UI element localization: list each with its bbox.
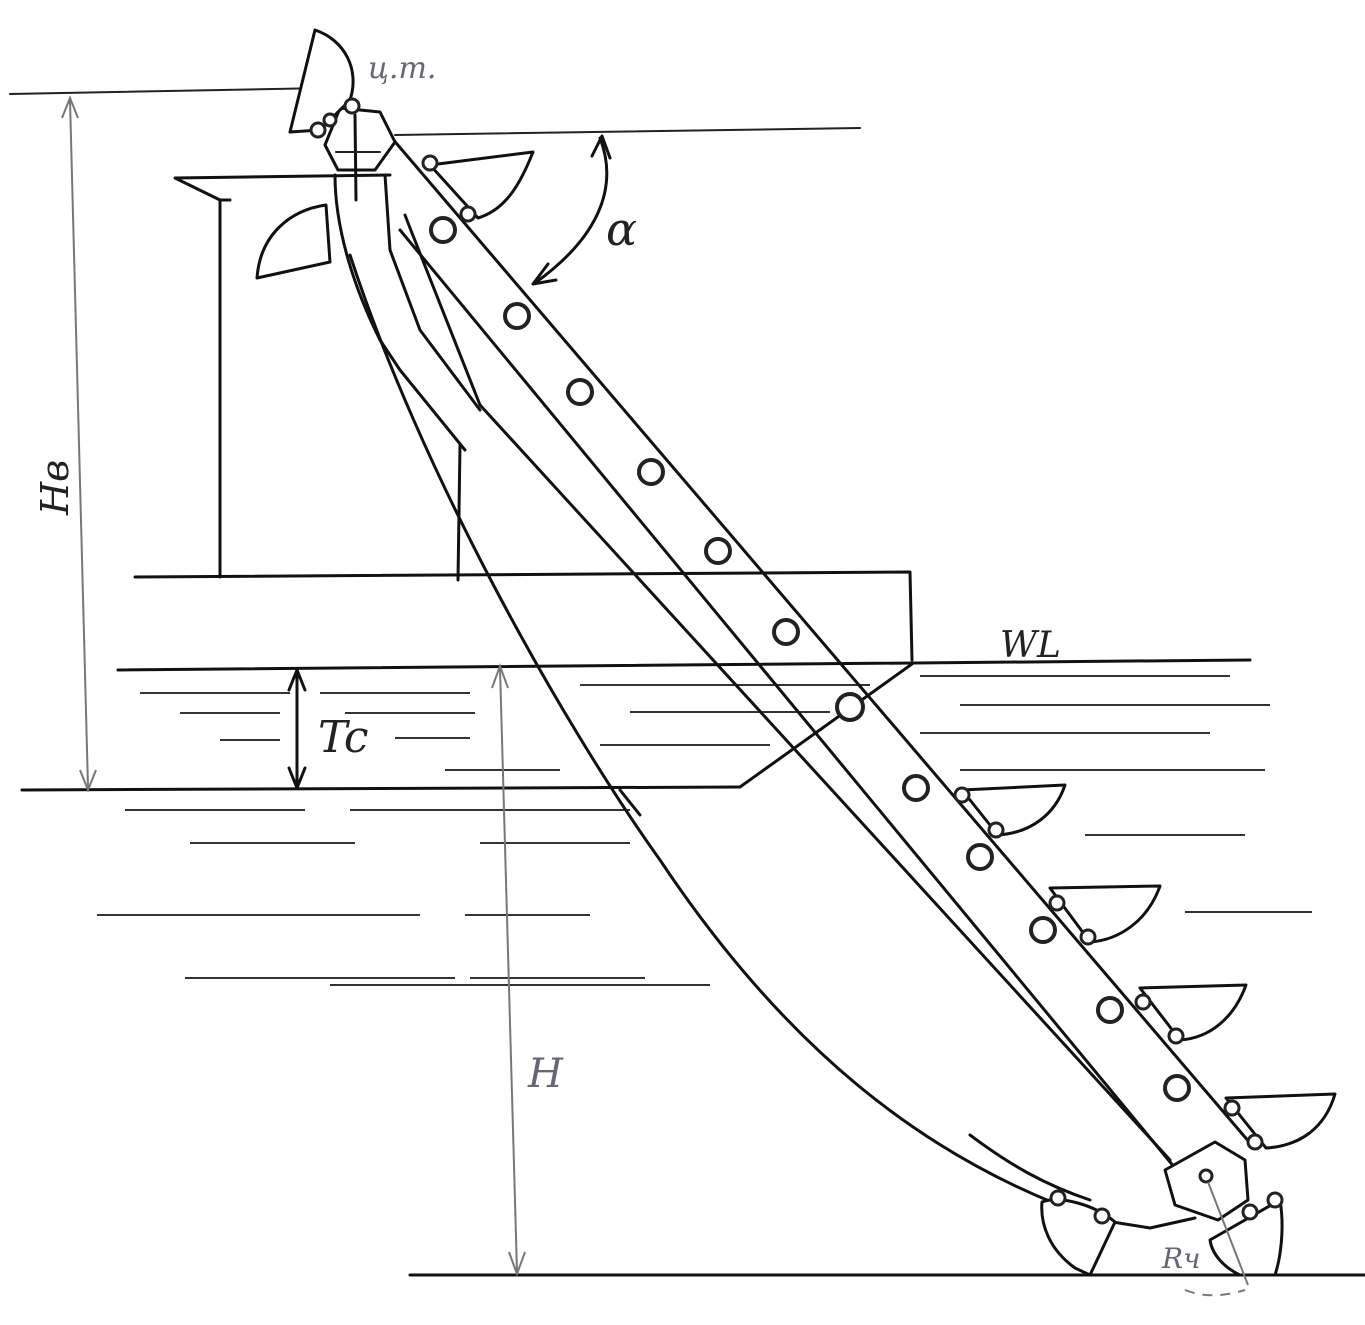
bucket-icon: [1224, 1092, 1337, 1150]
label-ladder-angle: α: [606, 202, 637, 256]
dimension-lines: [61, 95, 612, 1277]
roller-icon: [772, 618, 800, 646]
roller-icon: [429, 216, 457, 244]
water-waves: [97, 675, 1312, 986]
roller-icon: [1029, 916, 1057, 944]
label-upper-height: Hв: [33, 460, 77, 516]
waterline: [116, 658, 1252, 672]
roller-icon: [835, 692, 865, 722]
label-depth: H: [527, 1051, 564, 1097]
label-center-of-gravity: ц.т.: [368, 51, 436, 86]
ship-hull: [133, 173, 914, 789]
upper-tumbler: [288, 28, 397, 202]
bucket-icon: [428, 150, 535, 220]
hull-bottom-line: [20, 785, 742, 792]
bucket-ladder: [333, 128, 1252, 1230]
roller-icon: [637, 458, 665, 486]
roller-icon: [902, 774, 930, 802]
roller-icon: [1163, 1074, 1191, 1102]
tumbler-icon: [323, 106, 397, 172]
ladder-rollers: [429, 216, 1191, 1102]
label-draft: Tc: [318, 712, 369, 763]
roller-icon: [704, 537, 732, 565]
roller-icon: [503, 302, 531, 330]
bucket-icon: [1048, 884, 1162, 944]
chain-buckets: [255, 150, 1337, 1151]
label-waterline: WL: [1000, 625, 1061, 666]
dimension-hv: [69, 99, 89, 789]
bucket-icon: [255, 203, 332, 280]
roller-icon: [1096, 996, 1124, 1024]
bucket-icon: [1208, 1198, 1284, 1277]
bucket-icon: [960, 783, 1067, 837]
reference-lines: [9, 87, 1365, 1277]
roller-icon: [566, 378, 594, 406]
roller-icon: [966, 843, 994, 871]
angle-reference-line: [394, 127, 861, 136]
top-datum-line: [9, 87, 326, 95]
label-tumbler-radius: Rч: [1161, 1242, 1201, 1275]
dimension-h: [499, 667, 518, 1273]
angle-arc: [533, 136, 609, 285]
lower-tumbler: [1040, 1140, 1284, 1297]
